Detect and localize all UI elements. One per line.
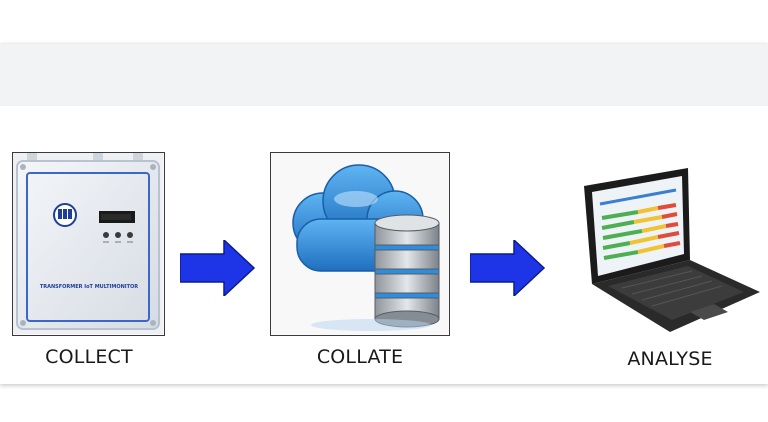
device-caption: TRANSFORMER IoT MULTIMONITOR: [39, 284, 139, 290]
collect-label: COLLECT: [45, 346, 133, 368]
collate-image-frame: [270, 152, 450, 336]
analyse-label: ANALYSE: [627, 348, 713, 370]
collect-image-frame: TRANSFORMER IoT MULTIMONITOR: [12, 152, 165, 336]
laptop-dashboard-icon: [584, 168, 760, 332]
cloud-database-icon: [271, 153, 448, 334]
multimonitor-device-icon: [13, 153, 163, 334]
arrow-right-icon: [180, 240, 256, 296]
arrow-right-icon: [470, 240, 546, 296]
collate-label: COLLATE: [316, 346, 404, 368]
